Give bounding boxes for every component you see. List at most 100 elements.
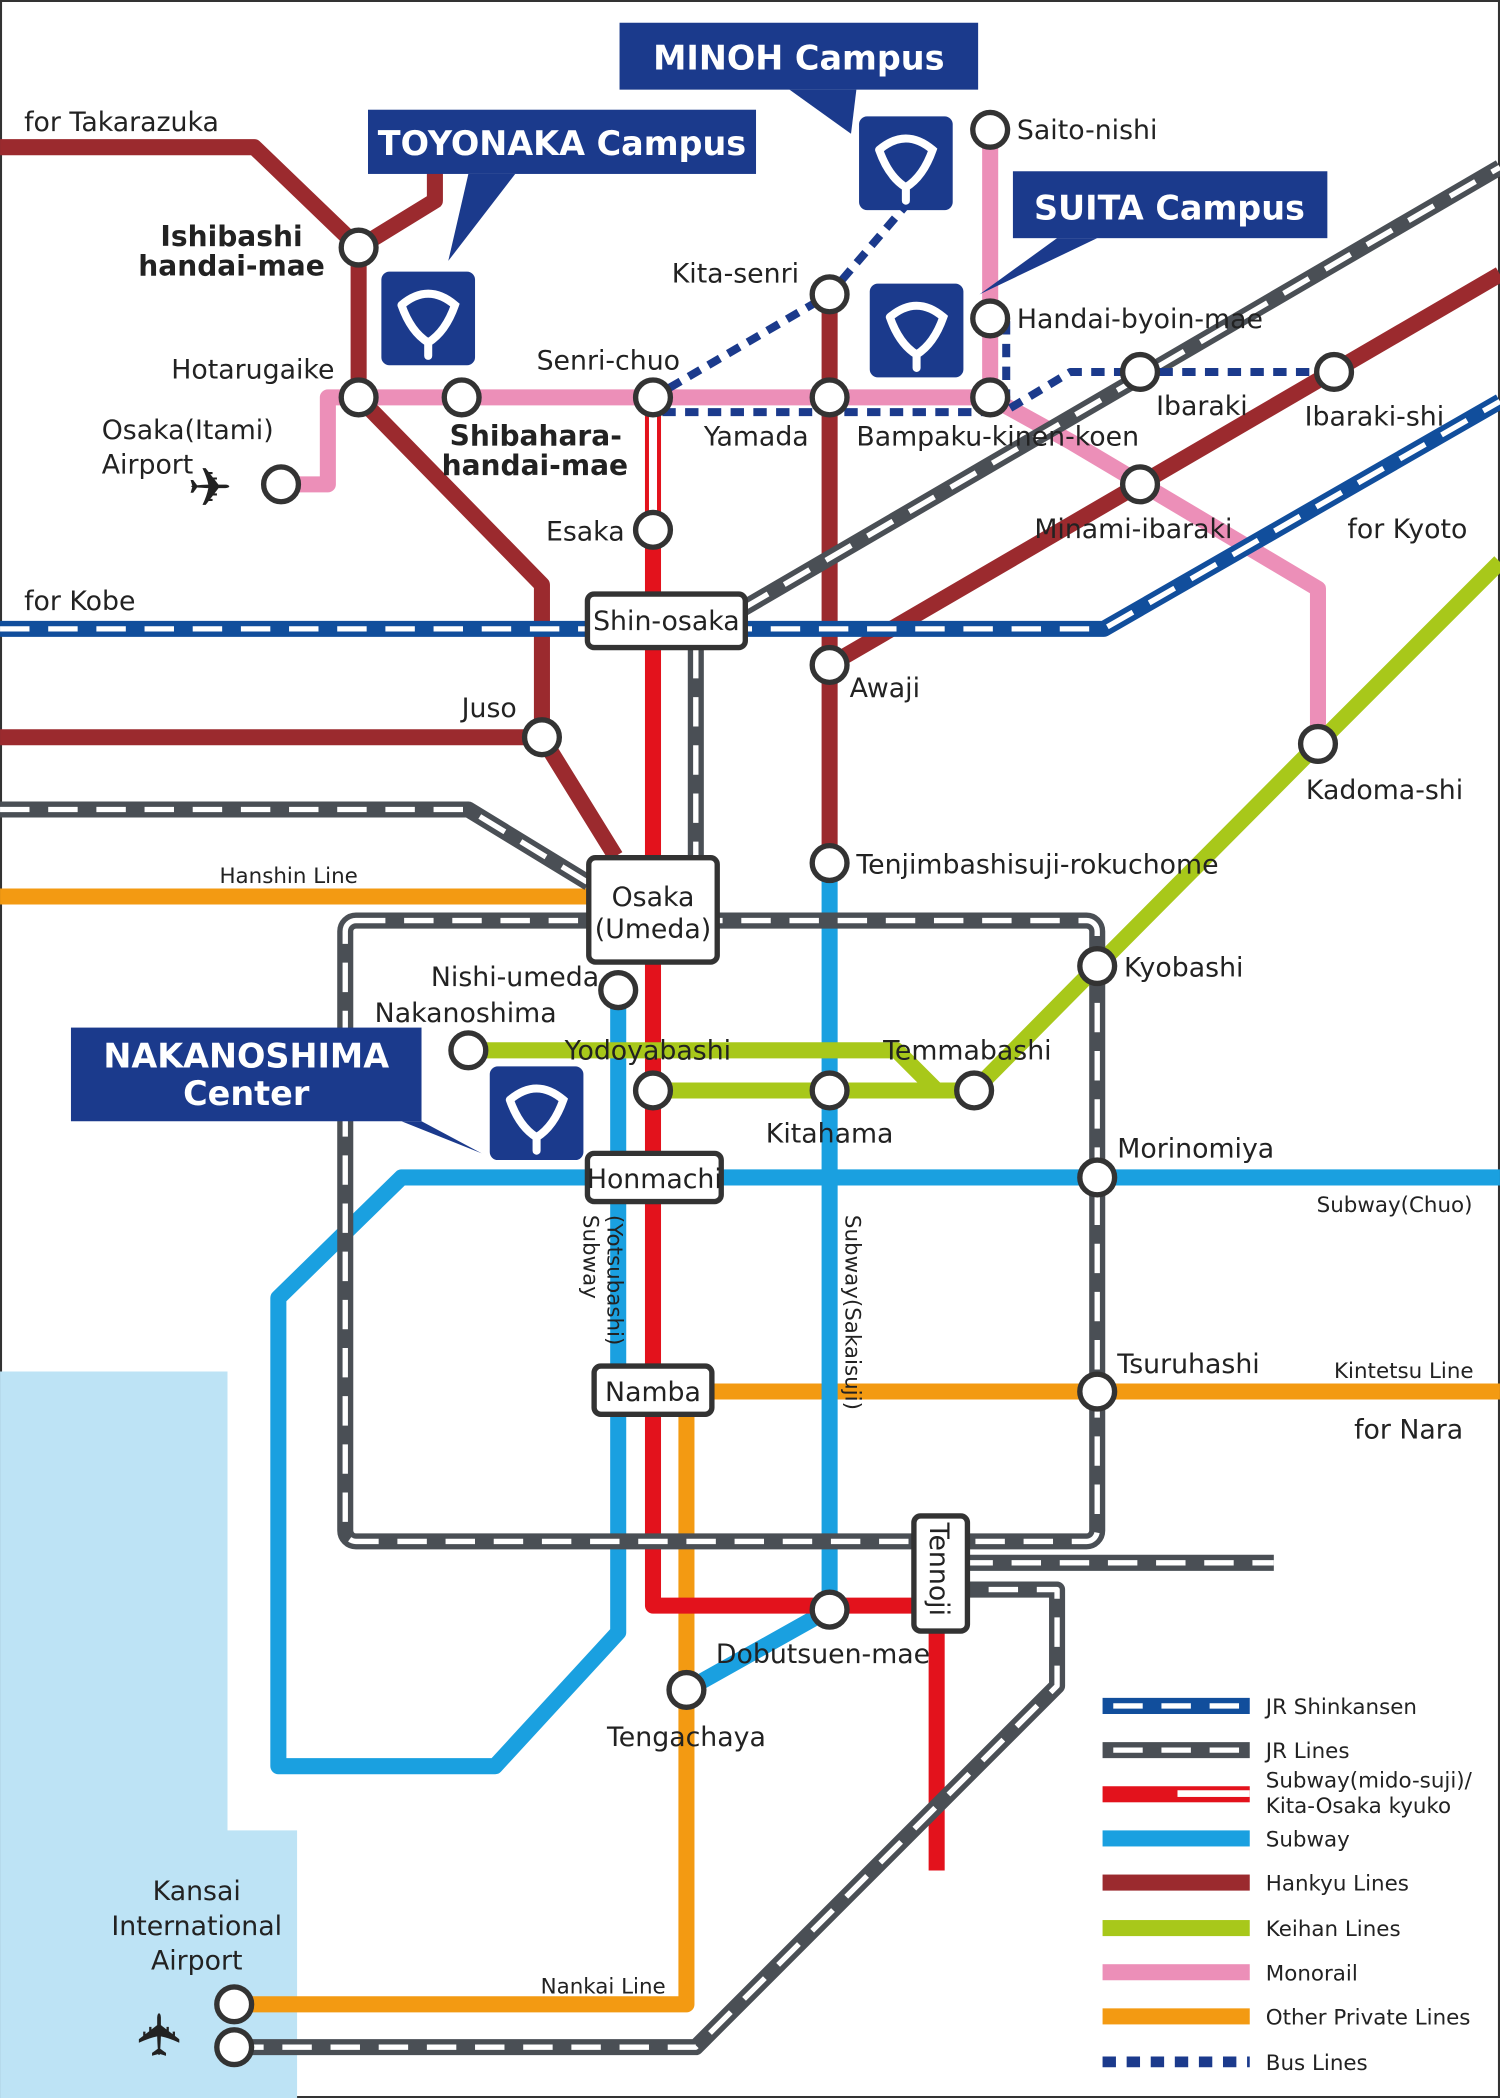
station-osaka-umeda[interactable] (586, 854, 720, 965)
station-labels: Ishibashi handai-mae Hotarugaike Osaka(I… (102, 115, 1463, 1976)
label-osaka-1: Osaka (612, 882, 695, 913)
label-namba: Namba (605, 1377, 701, 1408)
sakaisuji-line-label: Subway(Sakaisuji) (840, 1215, 865, 1410)
label-honmachi: Honmachi (587, 1164, 722, 1195)
label-esaka: Esaka (546, 517, 625, 548)
label-morinomiya: Morinomiya (1117, 1133, 1274, 1164)
label-itami-1: Osaka(Itami) (102, 415, 274, 446)
legend-private: Other Private Lines (1102, 2005, 1470, 2030)
sea-area (0, 1371, 298, 2098)
station-itami-airport[interactable] (260, 464, 302, 505)
station-kita-senri[interactable] (809, 274, 850, 315)
hankyu-minoh-line (354, 171, 443, 255)
airplane-icon-kansai: ✈ (126, 2010, 195, 2059)
label-handai-byoin: Handai-byoin-mae (1017, 304, 1263, 335)
label-kansai-2: International (111, 1911, 282, 1942)
label-yodoyabashi: Yodoyabashi (564, 1036, 731, 1067)
label-itami-2: Airport (102, 450, 194, 481)
midosuji-line (644, 529, 945, 1871)
minoh-logo (859, 116, 953, 211)
legend-label: Hankyu Lines (1266, 1872, 1409, 1897)
legend-subway: Subway (1102, 1827, 1350, 1852)
station-kitahama[interactable] (809, 1070, 850, 1111)
label-shin-osaka: Shin-osaka (593, 606, 740, 637)
station-juso[interactable] (521, 717, 563, 758)
label-kitahama: Kitahama (766, 1119, 894, 1150)
station-kadoma-shi[interactable] (1297, 723, 1339, 765)
station-saito-nishi[interactable] (970, 109, 1011, 150)
label-tsuruhashi: Tsuruhashi (1116, 1349, 1259, 1380)
label-kadoma-shi: Kadoma-shi (1306, 775, 1463, 806)
direction-takarazuka: for Takarazuka (24, 107, 219, 138)
station-yodoyabashi[interactable] (632, 1070, 674, 1111)
suita-logo (869, 283, 964, 378)
label-ibaraki-shi: Ibaraki-shi (1305, 401, 1445, 432)
label-shibahara-2: handai-mae (442, 449, 628, 482)
label-ishibashi-2: handai-mae (138, 250, 325, 283)
station-yamada[interactable] (809, 377, 850, 418)
station-awaji[interactable] (809, 644, 850, 686)
legend-bus: Bus Lines (1102, 2051, 1368, 2076)
station-kansai-airport-jr[interactable] (214, 2027, 255, 2068)
label-juso: Juso (460, 693, 517, 724)
yotsubashi-label-2: (Yotsubashi) (602, 1215, 627, 1345)
station-ishibashi[interactable] (338, 227, 379, 268)
legend-label: Subway (1266, 1827, 1350, 1852)
nakanoshima-center-label-1[interactable]: NAKANOSHIMA (103, 1037, 389, 1076)
station-nishi-umeda[interactable] (598, 970, 639, 1011)
station-tsuruhashi[interactable] (1077, 1371, 1118, 1412)
station-tennoji[interactable] (911, 1513, 971, 1634)
station-bampaku[interactable] (970, 377, 1011, 418)
legend-label: Monorail (1266, 1961, 1358, 1986)
shinkansen-line (0, 394, 1500, 637)
label-osaka-2: (Umeda) (595, 914, 711, 945)
label-bampaku: Bampaku-kinen-koen (856, 422, 1139, 453)
university-emblems (397, 134, 949, 1155)
label-yamada: Yamada (703, 422, 809, 453)
toyonaka-campus-label[interactable]: TOYONAKA Campus (378, 124, 746, 163)
hankyu-kyoto-line (825, 267, 1500, 672)
chuo-line (270, 990, 1500, 1775)
label-kansai-3: Airport (151, 1946, 243, 1977)
station-honmachi[interactable] (584, 1150, 724, 1205)
direction-kobe: for Kobe (24, 586, 135, 617)
station-tengachaya[interactable] (666, 1669, 707, 1710)
nakanoshima-center-label-2[interactable]: Center (183, 1074, 310, 1113)
label-kita-senri: Kita-senri (672, 258, 799, 289)
suita-campus-label[interactable]: SUITA Campus (1034, 188, 1305, 227)
station-morinomiya[interactable] (1077, 1157, 1118, 1198)
station-temmabashi[interactable] (954, 1070, 995, 1111)
station-nakanoshima[interactable] (448, 1030, 489, 1071)
station-tenjimbashi[interactable] (809, 842, 850, 884)
legend-label: Subway(mido-suji)/ (1266, 1769, 1473, 1794)
minoh-campus-label[interactable]: MINOH Campus (653, 39, 944, 78)
airplane-icon-itami: ✈ (187, 456, 232, 519)
label-saito-nishi: Saito-nishi (1017, 115, 1158, 146)
label-nakanoshima: Nakanoshima (375, 998, 557, 1029)
station-markers (214, 109, 1355, 2068)
label-ishibashi-1: Ishibashi (160, 220, 302, 253)
station-esaka[interactable] (632, 509, 674, 550)
station-kyobashi[interactable] (1077, 945, 1118, 987)
station-senri-chuo[interactable] (632, 377, 674, 418)
station-dobutsuen[interactable] (809, 1589, 850, 1630)
station-minami-ibaraki[interactable] (1119, 464, 1161, 505)
station-shibahara[interactable] (441, 377, 482, 418)
station-shin-osaka[interactable] (584, 591, 748, 651)
station-handai-byoin[interactable] (970, 298, 1011, 339)
toyonaka-logo (381, 271, 476, 366)
legend-label: Kita-Osaka kyuko (1266, 1794, 1451, 1819)
station-kansai-airport-nankai[interactable] (214, 1984, 255, 2025)
station-hotarugaike[interactable] (338, 377, 379, 418)
station-ibaraki-shi[interactable] (1313, 351, 1355, 393)
label-temmabashi: Temmabashi (882, 1036, 1051, 1067)
direction-kyoto: for Kyoto (1347, 514, 1467, 545)
label-tennoji: Tennoji (923, 1522, 954, 1616)
kintetsu-line-label: Kintetsu Line (1334, 1359, 1474, 1384)
station-ibaraki[interactable] (1119, 351, 1161, 393)
label-dobutsuen: Dobutsuen-mae (716, 1639, 930, 1670)
legend-label: JR Lines (1264, 1739, 1350, 1764)
nankai-line-label: Nankai Line (541, 1975, 666, 2000)
station-namba[interactable] (591, 1363, 715, 1417)
